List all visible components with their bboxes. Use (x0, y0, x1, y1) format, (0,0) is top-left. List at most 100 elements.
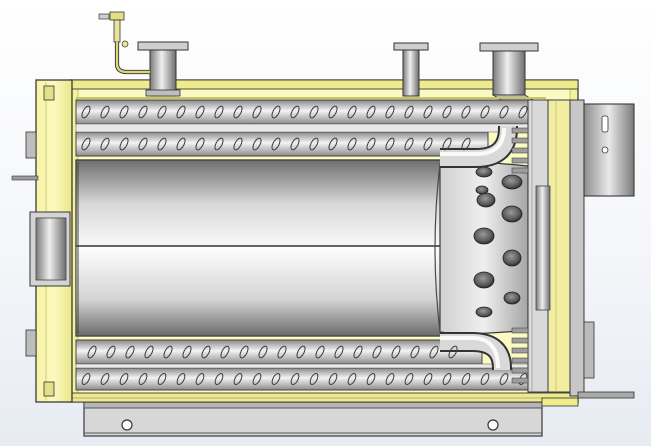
tube-slot-icon (366, 105, 376, 119)
tube-slot-icon (201, 345, 211, 359)
tube-slot-icon (423, 373, 433, 385)
tube-slot-icon (252, 105, 262, 119)
tube-slot-icon (233, 105, 243, 119)
tube-end-icon (511, 337, 529, 344)
frame-bolt-hole-icon (121, 419, 133, 431)
rear-tube-ends (511, 127, 529, 384)
tube-slot-icon (220, 345, 230, 359)
hinge-icon (25, 131, 37, 159)
tube-slot-icon (214, 105, 224, 119)
safety-valve-nozzle (393, 42, 429, 97)
hinge-icon (25, 329, 37, 357)
tube-slot-icon (214, 373, 224, 385)
base-frame (83, 401, 543, 437)
chamber-port-icon (502, 249, 522, 267)
tube-slot-icon (328, 373, 338, 385)
tube-slot-icon (404, 137, 414, 151)
tube-slot-icon (100, 373, 110, 385)
tube-slot-icon (366, 137, 376, 151)
tube-slot-icon (410, 345, 420, 359)
tube-end-icon (511, 147, 529, 154)
tube-slot-icon (347, 373, 357, 385)
frame-bolt-hole-icon (487, 419, 499, 431)
rear-tube-bank (527, 99, 571, 393)
tube-slot-icon (138, 373, 148, 385)
tube-slot-icon (309, 105, 319, 119)
tube-slot-icon (442, 105, 452, 119)
turnaround-chamber (434, 126, 529, 370)
turnaround-chamber-ports (473, 166, 523, 318)
chamber-port-icon (473, 227, 495, 245)
tube-slot-icon (138, 105, 148, 119)
tube-slot-icon (296, 345, 306, 359)
chamber-port-icon (501, 205, 523, 223)
tube-slot-icon (176, 105, 186, 119)
tube-end-icon (511, 347, 529, 354)
tube-slot-icon (252, 137, 262, 151)
pressure-gauge-pipe (98, 11, 150, 75)
tube-slot-icon (233, 137, 243, 151)
tube-slot-icon (271, 373, 281, 385)
chamber-port-icon (473, 271, 495, 289)
lower-tube-perforations (81, 345, 528, 385)
tube-slot-icon (423, 137, 433, 151)
tube-slot-icon (87, 345, 97, 359)
tube-slot-icon (144, 345, 154, 359)
tube-slot-icon (385, 105, 395, 119)
furnace-tube (75, 159, 453, 337)
tube-slot-icon (480, 105, 490, 119)
tube-slot-icon (372, 345, 382, 359)
chamber-port-icon (503, 291, 521, 305)
tube-slot-icon (138, 137, 148, 151)
tube-slot-icon (315, 345, 325, 359)
tube-slot-icon (461, 137, 471, 151)
tube-slot-icon (252, 373, 262, 385)
tube-end-icon (511, 167, 529, 174)
tube-end-icon (511, 127, 529, 134)
tube-slot-icon (334, 345, 344, 359)
tube-slot-icon (328, 105, 338, 119)
tube-slot-icon (157, 137, 167, 151)
tube-slot-icon (119, 105, 129, 119)
tube-end-icon (511, 377, 529, 384)
tube-slot-icon (119, 137, 129, 151)
tube-slot-icon (277, 345, 287, 359)
tube-slot-icon (290, 373, 300, 385)
tube-slot-icon (214, 137, 224, 151)
tube-slot-icon (347, 105, 357, 119)
tube-slot-icon (480, 373, 490, 385)
tube-slot-icon (429, 345, 439, 359)
chamber-port-icon (501, 174, 523, 190)
tube-slot-icon (461, 105, 471, 119)
tube-slot-icon (518, 105, 528, 119)
tube-end-icon (511, 357, 529, 364)
chamber-port-icon (475, 306, 493, 318)
chamber-port-icon (475, 166, 493, 178)
tube-slot-icon (309, 373, 319, 385)
tube-slot-icon (353, 345, 363, 359)
tube-slot-icon (290, 105, 300, 119)
tube-slot-icon (233, 373, 243, 385)
tube-slot-icon (366, 373, 376, 385)
front-door (11, 79, 73, 403)
tube-slot-icon (157, 373, 167, 385)
tube-slot-icon (499, 373, 509, 385)
flue-box (541, 99, 635, 407)
tube-slot-icon (176, 373, 186, 385)
tube-slot-icon (385, 137, 395, 151)
tube-slot-icon (391, 345, 401, 359)
tube-slot-icon (195, 137, 205, 151)
tube-slot-icon (404, 373, 414, 385)
tube-slot-icon (258, 345, 268, 359)
tube-slot-icon (442, 137, 452, 151)
tube-slot-icon (309, 137, 319, 151)
tube-slot-icon (271, 137, 281, 151)
tube-slot-icon (176, 137, 186, 151)
tube-end-icon (511, 157, 529, 164)
tube-slot-icon (195, 373, 205, 385)
tube-slot-icon (106, 345, 116, 359)
tube-slot-icon (461, 373, 471, 385)
tube-slot-icon (442, 373, 452, 385)
